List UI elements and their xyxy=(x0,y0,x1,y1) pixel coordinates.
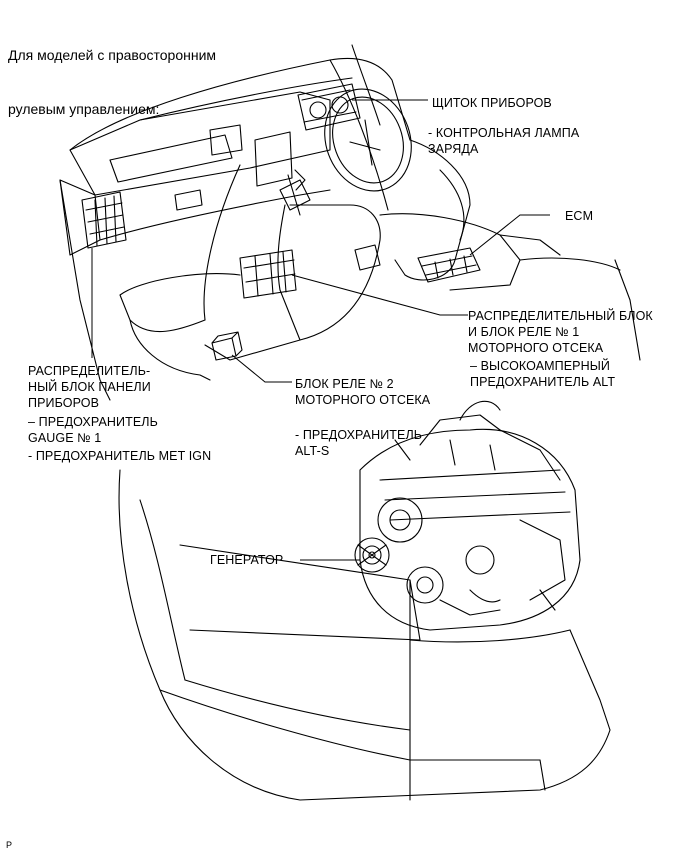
instrument-panel-jb xyxy=(81,191,127,249)
corner-tag: P xyxy=(6,840,13,850)
label-generator: ГЕНЕРАТОР xyxy=(210,553,284,567)
engine-assembly xyxy=(359,400,581,631)
roof-outline xyxy=(69,57,411,151)
driver-seat xyxy=(394,139,471,281)
ecm-unit xyxy=(417,247,481,283)
combination-meter xyxy=(297,83,361,131)
front-body xyxy=(118,469,611,801)
generator-unit xyxy=(354,537,390,573)
front-seat xyxy=(203,164,241,321)
label-gauge-fuse: – ПРЕДОХРАНИТЕЛЬ GAUGE № 1 xyxy=(28,415,158,445)
label-ecm: ECM xyxy=(565,209,594,223)
engine-room-jb xyxy=(239,249,297,299)
leader-ecm xyxy=(469,214,550,256)
label-met-ign-fuse: - ПРЕДОХРАНИТЕЛЬ MET IGN xyxy=(28,449,212,463)
steering-wheel xyxy=(324,88,412,192)
title-line-2: рулевым управлением: xyxy=(8,101,160,117)
leader-lines xyxy=(91,99,550,561)
label-instrument-panel-jb: РАСПРЕДЕЛИТЕЛЬ- НЫЙ БЛОК ПАНЕЛИ ПРИБОРОВ xyxy=(28,364,151,410)
leader-relay-block-2 xyxy=(231,354,292,383)
label-combination-meter: ЩИТОК ПРИБОРОВ xyxy=(432,96,552,110)
label-charge-lamp: - КОНТРОЛЬНАЯ ЛАМПА ЗАРЯДА xyxy=(428,126,580,156)
label-alt-s-fuse: - ПРЕДОХРАНИТЕЛЬ ALT-S xyxy=(295,428,423,458)
label-relay-block-2: БЛОК РЕЛЕ № 2 МОТОРНОГО ОТСЕКА xyxy=(295,377,431,407)
page-title: Для моделей с правосторонним рулевым упр… xyxy=(8,10,216,136)
title-line-1: Для моделей с правосторонним xyxy=(8,47,217,63)
label-engine-room-jb: РАСПРЕДЕЛИТЕЛЬНЫЙ БЛОК И БЛОК РЕЛЕ № 1 М… xyxy=(468,309,653,355)
label-alt-fuse: – ВЫСОКОАМПЕРНЫЙ ПРЕДОХРАНИТЕЛЬ ALT xyxy=(470,359,616,389)
leader-engine-room-jb xyxy=(291,274,468,316)
